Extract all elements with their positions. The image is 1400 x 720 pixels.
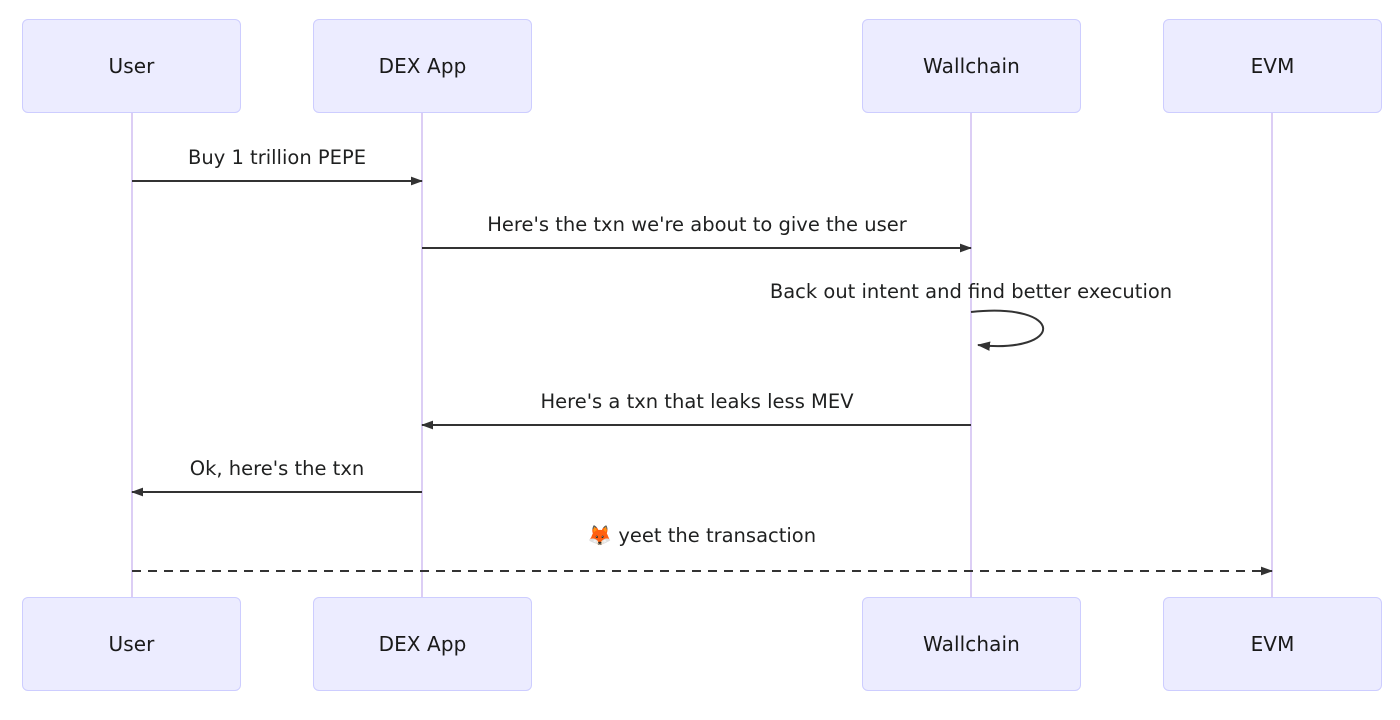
actor-label-evm: EVM xyxy=(1250,54,1295,78)
message-label-m3: Back out intent and find better executio… xyxy=(769,280,1173,303)
actor-label-wallchain: Wallchain xyxy=(923,632,1020,656)
message-label-m5: Ok, here's the txn xyxy=(189,457,365,480)
message-label-m4: Here's a txn that leaks less MEV xyxy=(540,390,854,413)
message-label-m6: 🦊 yeet the transaction xyxy=(587,524,817,547)
actor-label-evm: EVM xyxy=(1250,632,1295,656)
message-label-m2: Here's the txn we're about to give the u… xyxy=(487,213,907,236)
actor-label-user: User xyxy=(108,632,155,656)
actor-label-dexapp: DEX App xyxy=(378,632,467,656)
actor-box-dexapp-top[interactable]: DEX App xyxy=(313,19,532,113)
actor-box-evm-bottom[interactable]: EVM xyxy=(1163,597,1382,691)
actor-label-user: User xyxy=(108,54,155,78)
message-label-m1: Buy 1 trillion PEPE xyxy=(187,146,367,169)
actor-box-wallchain-bottom[interactable]: Wallchain xyxy=(862,597,1081,691)
actor-box-user-bottom[interactable]: User xyxy=(22,597,241,691)
actor-box-user-top[interactable]: User xyxy=(22,19,241,113)
actor-label-dexapp: DEX App xyxy=(378,54,467,78)
actor-box-wallchain-top[interactable]: Wallchain xyxy=(862,19,1081,113)
actor-box-evm-top[interactable]: EVM xyxy=(1163,19,1382,113)
lifelines-group xyxy=(131,113,1273,597)
actor-box-dexapp-bottom[interactable]: DEX App xyxy=(313,597,532,691)
actor-label-wallchain: Wallchain xyxy=(923,54,1020,78)
message-line-m3-self-loop[interactable] xyxy=(970,309,1045,351)
messages-group xyxy=(131,176,1273,576)
